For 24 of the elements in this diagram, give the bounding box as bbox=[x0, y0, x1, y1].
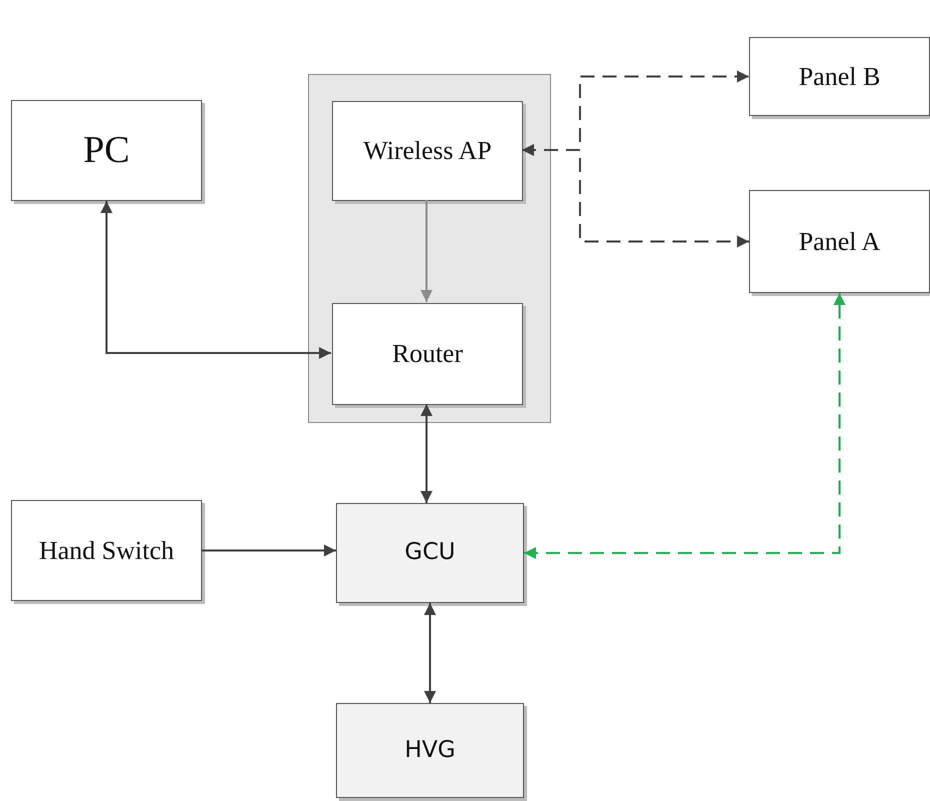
arrow bbox=[424, 603, 436, 703]
box-label: Panel B bbox=[798, 60, 882, 92]
box-label: Wireless AP bbox=[362, 135, 493, 167]
arrow bbox=[202, 544, 336, 556]
arrow bbox=[420, 404, 432, 503]
box-label: Panel A bbox=[798, 226, 882, 258]
box-label: HVG bbox=[404, 736, 456, 764]
arrow bbox=[100, 201, 331, 359]
arrow bbox=[522, 144, 749, 248]
arrow bbox=[420, 200, 432, 302]
group-box bbox=[308, 74, 551, 423]
process-box bbox=[749, 37, 930, 116]
box-label: PC bbox=[82, 128, 131, 173]
process-box bbox=[332, 101, 523, 201]
process-box bbox=[332, 303, 523, 405]
process-box bbox=[749, 190, 930, 293]
box-label: Hand Switch bbox=[38, 534, 176, 566]
box-label: GCU bbox=[404, 539, 456, 567]
process-box bbox=[11, 100, 202, 201]
box-label: Router bbox=[391, 338, 464, 370]
arrow bbox=[524, 293, 846, 559]
process-box bbox=[336, 703, 524, 798]
process-box bbox=[336, 503, 524, 603]
process-box bbox=[11, 500, 202, 601]
